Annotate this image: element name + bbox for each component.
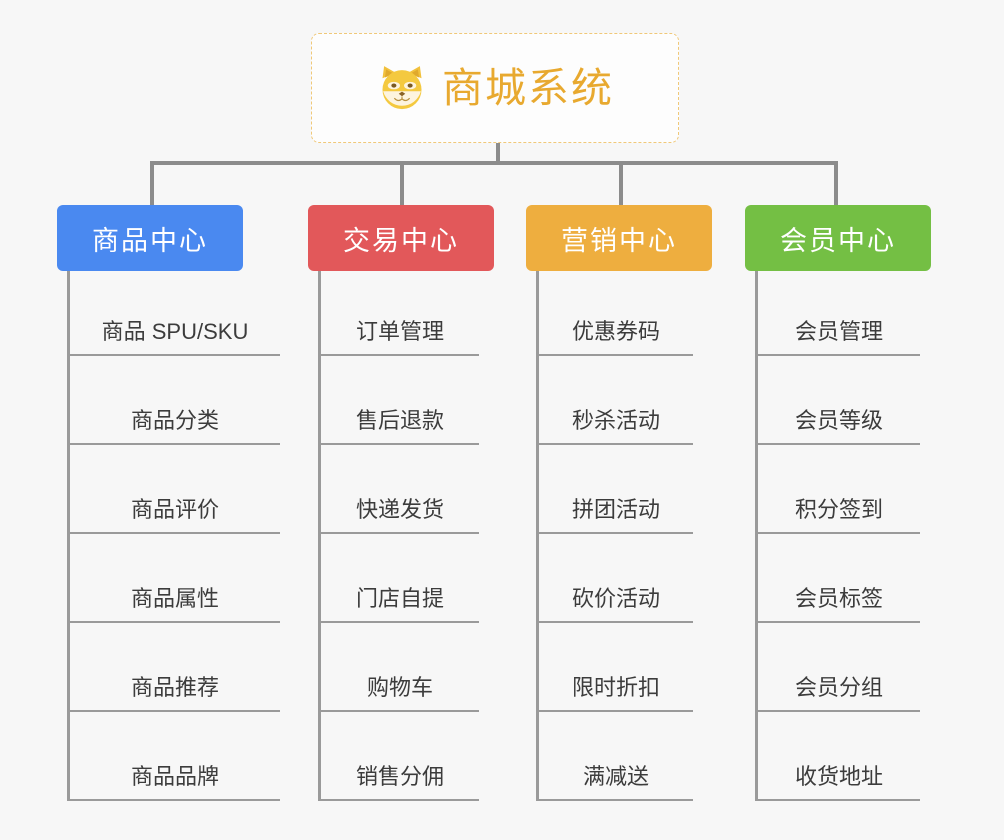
leaf-stack-member: 会员管理 会员等级 积分签到 会员标签 会员分组 收货地址	[755, 271, 931, 801]
shiba-dog-face-icon	[376, 62, 428, 114]
leaf-item[interactable]: 订单管理	[321, 271, 479, 356]
leaf-item-label: 订单管理	[355, 318, 444, 344]
leaf-item[interactable]: 商品 SPU/SKU	[70, 271, 280, 356]
branch-column-marketing: 营销中心 优惠券码 秒杀活动 拼团活动 砍价活动 限时折扣 满减送	[526, 205, 712, 801]
leaf-item-label: 会员等级	[794, 407, 883, 433]
connector-drop-1	[150, 161, 154, 205]
leaf-item[interactable]: 售后退款	[321, 356, 479, 445]
category-header-product[interactable]: 商品中心	[57, 205, 243, 271]
leaf-item-label: 购物车	[366, 674, 433, 700]
connector-root-stem	[496, 143, 500, 163]
leaf-item[interactable]: 秒杀活动	[539, 356, 693, 445]
leaf-item-label: 会员标签	[794, 585, 883, 611]
leaf-item[interactable]: 会员分组	[758, 623, 920, 712]
page-title: 商城系统	[442, 64, 614, 111]
category-header-label: 会员中心	[780, 225, 896, 256]
leaf-item-label: 商品品牌	[130, 763, 219, 789]
leaf-item-label: 商品分类	[130, 407, 219, 433]
category-header-marketing[interactable]: 营销中心	[526, 205, 712, 271]
leaf-item[interactable]: 商品品牌	[70, 712, 280, 801]
leaf-item[interactable]: 商品评价	[70, 445, 280, 534]
branch-column-product: 商品中心 商品 SPU/SKU 商品分类 商品评价 商品属性 商品推荐 商品品牌	[57, 205, 280, 801]
leaf-item-label: 收货地址	[794, 763, 883, 789]
leaf-item[interactable]: 会员标签	[758, 534, 920, 623]
leaf-item[interactable]: 门店自提	[321, 534, 479, 623]
leaf-item[interactable]: 快递发货	[321, 445, 479, 534]
leaf-item[interactable]: 砍价活动	[539, 534, 693, 623]
leaf-item[interactable]: 购物车	[321, 623, 479, 712]
leaf-item-label: 限时折扣	[571, 674, 660, 700]
leaf-item[interactable]: 会员等级	[758, 356, 920, 445]
leaf-item-label: 商品推荐	[130, 674, 219, 700]
leaf-item[interactable]: 收货地址	[758, 712, 920, 801]
leaf-item-label: 积分签到	[794, 496, 883, 522]
leaf-item-label: 秒杀活动	[571, 407, 660, 433]
leaf-item[interactable]: 拼团活动	[539, 445, 693, 534]
leaf-stack-product: 商品 SPU/SKU 商品分类 商品评价 商品属性 商品推荐 商品品牌	[67, 271, 280, 801]
leaf-item[interactable]: 销售分佣	[321, 712, 479, 801]
branch-column-trade: 交易中心 订单管理 售后退款 快递发货 门店自提 购物车 销售分佣	[308, 205, 494, 801]
leaf-item-label: 快递发货	[355, 496, 444, 522]
category-header-member[interactable]: 会员中心	[745, 205, 931, 271]
leaf-item-label: 满减送	[582, 763, 649, 789]
leaf-item-label: 拼团活动	[571, 496, 660, 522]
category-header-label: 交易中心	[343, 225, 459, 256]
leaf-item-label: 销售分佣	[355, 763, 444, 789]
leaf-item[interactable]: 满减送	[539, 712, 693, 801]
leaf-item-label: 优惠券码	[571, 318, 660, 344]
leaf-item[interactable]: 商品属性	[70, 534, 280, 623]
leaf-item-label: 商品评价	[130, 496, 219, 522]
leaf-item[interactable]: 会员管理	[758, 271, 920, 356]
leaf-item-label: 售后退款	[355, 407, 444, 433]
connector-drop-4	[834, 161, 838, 205]
category-header-label: 营销中心	[561, 225, 677, 256]
leaf-item-label: 砍价活动	[571, 585, 660, 611]
connector-horizontal-bus	[150, 161, 838, 165]
leaf-item-label: 会员管理	[794, 318, 883, 344]
leaf-item-label: 商品属性	[130, 585, 219, 611]
leaf-item[interactable]: 限时折扣	[539, 623, 693, 712]
leaf-stack-trade: 订单管理 售后退款 快递发货 门店自提 购物车 销售分佣	[318, 271, 494, 801]
leaf-item[interactable]: 优惠券码	[539, 271, 693, 356]
leaf-item[interactable]: 商品分类	[70, 356, 280, 445]
leaf-item-label: 会员分组	[794, 674, 883, 700]
category-header-trade[interactable]: 交易中心	[308, 205, 494, 271]
leaf-item-label: 商品 SPU/SKU	[101, 318, 249, 344]
connector-drop-3	[619, 161, 623, 205]
category-header-label: 商品中心	[92, 225, 208, 256]
branch-column-member: 会员中心 会员管理 会员等级 积分签到 会员标签 会员分组 收货地址	[745, 205, 931, 801]
connector-drop-2	[400, 161, 404, 205]
root-node[interactable]: 商城系统	[311, 33, 679, 143]
leaf-item[interactable]: 积分签到	[758, 445, 920, 534]
leaf-item[interactable]: 商品推荐	[70, 623, 280, 712]
leaf-item-label: 门店自提	[355, 585, 444, 611]
leaf-stack-marketing: 优惠券码 秒杀活动 拼团活动 砍价活动 限时折扣 满减送	[536, 271, 712, 801]
